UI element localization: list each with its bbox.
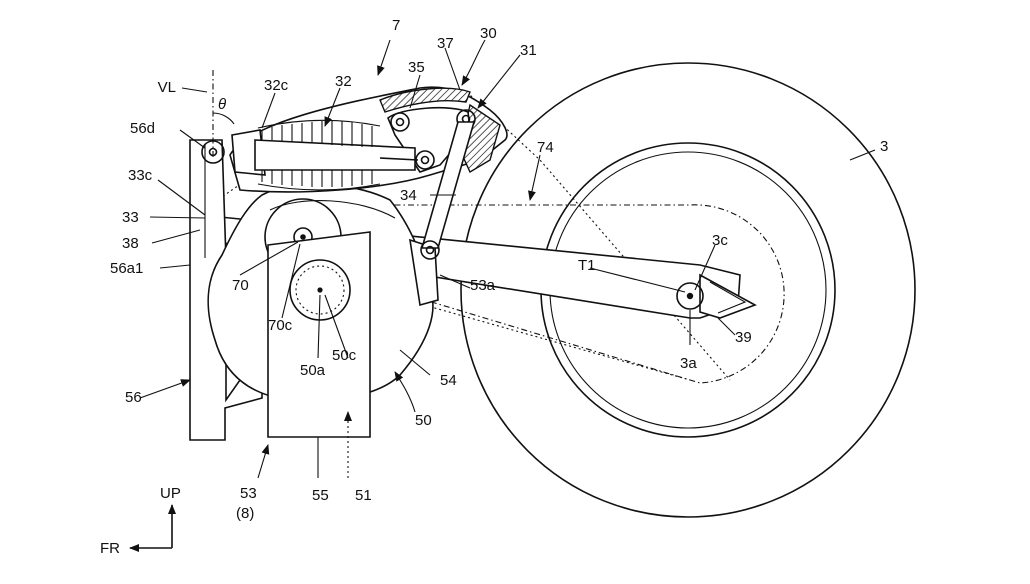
rear-wheel	[460, 62, 916, 518]
reference-labels: VL θ 7 37 30 31 35 32 32c 56d 3 74 33c 3…	[100, 17, 888, 557]
label-t1: T1	[578, 257, 596, 274]
label-56a1: 56a1	[110, 260, 143, 277]
label-3a: 3a	[680, 355, 697, 372]
label-32: 32	[335, 73, 352, 90]
shock-spring	[257, 119, 381, 191]
label-39: 39	[735, 329, 752, 346]
label-33: 33	[122, 209, 139, 226]
label-53a: 53a	[470, 277, 496, 294]
label-8: (8)	[236, 505, 254, 522]
label-37: 37	[437, 35, 454, 52]
label-32c: 32c	[264, 77, 289, 94]
label-50: 50	[415, 412, 432, 429]
label-50a: 50a	[300, 362, 326, 379]
axle-bracket-39	[699, 273, 757, 319]
label-3: 3	[880, 138, 888, 155]
label-up: UP	[160, 485, 181, 502]
label-31: 31	[520, 42, 537, 59]
label-56d: 56d	[130, 120, 155, 137]
motor-shaft-50a	[289, 259, 351, 321]
label-50c: 50c	[332, 347, 357, 364]
label-54: 54	[440, 372, 457, 389]
label-33c: 33c	[128, 167, 153, 184]
label-53: 53	[240, 485, 257, 502]
rear-axle-3a	[676, 282, 704, 310]
label-vl: VL	[158, 79, 176, 96]
axle-center-3c	[686, 292, 694, 300]
label-55: 55	[312, 487, 329, 504]
label-56: 56	[125, 389, 142, 406]
label-theta: θ	[218, 96, 226, 113]
label-fr: FR	[100, 540, 120, 557]
label-70: 70	[232, 277, 249, 294]
label-35: 35	[408, 59, 425, 76]
cushion-unit-32	[201, 86, 508, 260]
cover-seat-37	[379, 87, 471, 113]
label-30: 30	[480, 25, 497, 42]
label-70c: 70c	[268, 317, 293, 334]
label-38: 38	[122, 235, 139, 252]
direction-indicator	[129, 504, 176, 552]
label-51: 51	[355, 487, 372, 504]
label-7: 7	[392, 17, 400, 34]
label-74: 74	[537, 139, 554, 156]
leader-lines	[139, 39, 876, 479]
label-3c: 3c	[712, 232, 728, 249]
label-34: 34	[400, 187, 417, 204]
tire-outer	[460, 62, 916, 518]
